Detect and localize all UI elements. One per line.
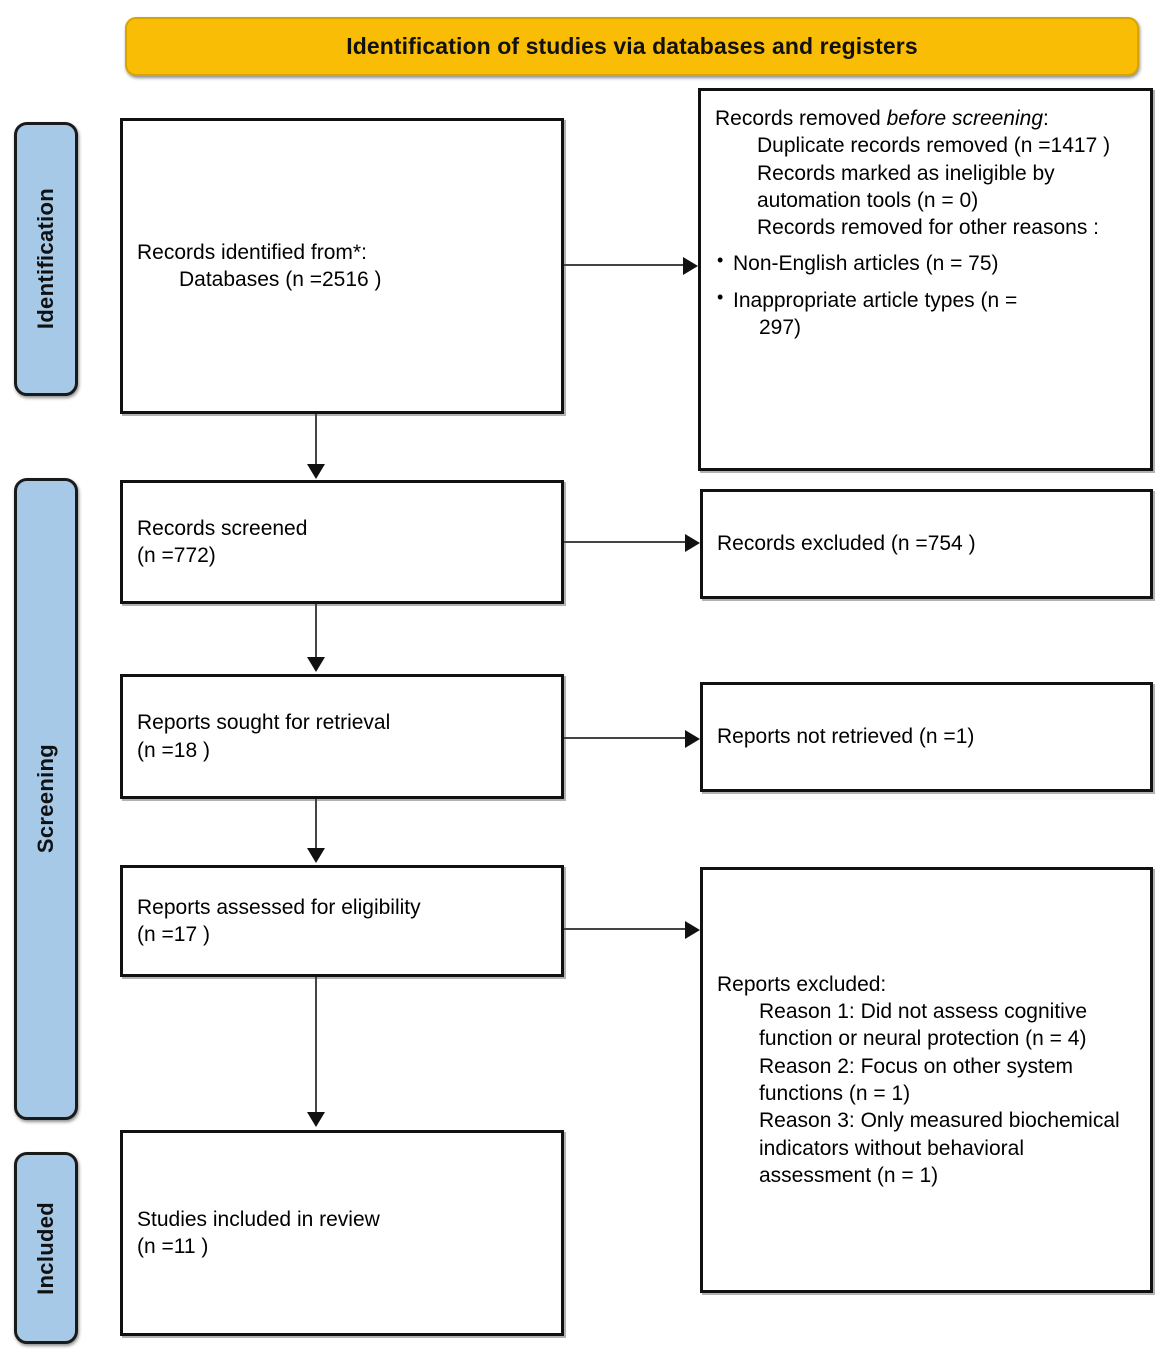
- arrowhead-right-icon: [683, 257, 698, 275]
- removed-before-item-1: Duplicate records removed (n =1417 ): [757, 134, 1111, 158]
- diagram-title: Identification of studies via databases …: [346, 33, 918, 59]
- removed-before-heading-post: :: [1043, 107, 1049, 130]
- records-screened-line1: Records screened: [137, 516, 308, 540]
- records-screened-line2: (n =772): [137, 544, 216, 567]
- reports-assessed-line2: (n =17 ): [137, 923, 210, 946]
- connector-assessed-to-reports-excluded: [564, 928, 686, 930]
- connector-sought-to-not-retrieved: [564, 737, 686, 739]
- stage-rail-identification-label: Identification: [33, 188, 58, 330]
- box-reports-sought-for-retrieval: Reports sought for retrieval (n =18 ): [120, 674, 564, 799]
- reports-not-retrieved-line1: Reports not retrieved (n =1): [717, 725, 975, 749]
- arrowhead-down-icon: [307, 1112, 325, 1127]
- reports-excluded-reason-1: Reason 1: Did not assess cognitive funct…: [759, 1000, 1088, 1051]
- arrowhead-down-icon: [307, 464, 325, 479]
- reports-sought-line2: (n =18 ): [137, 738, 210, 762]
- connector-identified-to-removed: [564, 264, 684, 266]
- arrowhead-down-icon: [307, 657, 325, 672]
- box-reports-assessed-for-eligibility: Reports assessed for eligibility (n =17 …: [120, 865, 564, 977]
- studies-included-line1: Studies included in review: [137, 1207, 380, 1231]
- stage-rail-screening-label: Screening: [33, 744, 58, 854]
- removed-before-bullet-2: Inappropriate article types (n =: [715, 286, 1136, 314]
- removed-before-heading-emphasis: before screening: [886, 107, 1044, 130]
- reports-excluded-reason-2: Reason 2: Focus on other system function…: [759, 1054, 1073, 1105]
- stage-rail-included-label: Included: [33, 1201, 58, 1295]
- removed-before-bullet-1: Non-English articles (n = 75): [715, 249, 1136, 277]
- records-identified-line2: Databases (n =2516 ): [179, 268, 382, 291]
- stage-rail-screening: Screening: [14, 478, 78, 1120]
- reports-assessed-line1: Reports assessed for eligibility: [137, 895, 421, 919]
- box-records-removed-before-screening: Records removed before screening: Duplic…: [698, 88, 1153, 471]
- diagram-header-banner: Identification of studies via databases …: [125, 17, 1139, 76]
- reports-sought-line1: Reports sought for retrieval: [137, 711, 391, 735]
- box-records-screened: Records screened (n =772): [120, 480, 564, 604]
- stage-rail-included: Included: [14, 1152, 78, 1344]
- reports-excluded-heading: Reports excluded:: [717, 972, 887, 996]
- connector-identified-to-screened: [315, 414, 317, 466]
- connector-sought-to-assessed: [315, 799, 317, 849]
- stage-rail-identification: Identification: [14, 122, 78, 396]
- box-records-excluded: Records excluded (n =754 ): [700, 489, 1153, 599]
- box-records-identified: Records identified from*: Databases (n =…: [120, 118, 564, 414]
- reports-excluded-reason-3: Reason 3: Only measured biochemical indi…: [759, 1109, 1120, 1187]
- connector-screened-to-sought: [315, 604, 317, 658]
- arrowhead-right-icon: [685, 921, 700, 939]
- removed-before-heading-pre: Records removed: [715, 107, 887, 130]
- arrowhead-down-icon: [307, 848, 325, 863]
- box-studies-included-in-review: Studies included in review (n =11 ): [120, 1130, 564, 1336]
- removed-before-heading: Records removed before screening:: [715, 107, 1049, 130]
- arrowhead-right-icon: [685, 534, 700, 552]
- records-excluded-line1: Records excluded (n =754 ): [717, 532, 976, 556]
- removed-before-bullet-2-continued: 297): [759, 316, 802, 340]
- connector-screened-to-excluded: [564, 541, 686, 543]
- arrowhead-right-icon: [685, 730, 700, 748]
- records-identified-line1: Records identified from*:: [137, 240, 367, 264]
- studies-included-line2: (n =11 ): [137, 1235, 209, 1258]
- removed-before-item-2: Records marked as ineligible by automati…: [757, 161, 1055, 212]
- box-reports-excluded: Reports excluded: Reason 1: Did not asse…: [700, 867, 1153, 1293]
- connector-assessed-to-included: [315, 977, 317, 1114]
- removed-before-item-3: Records removed for other reasons :: [757, 216, 1099, 240]
- box-reports-not-retrieved: Reports not retrieved (n =1): [700, 682, 1153, 792]
